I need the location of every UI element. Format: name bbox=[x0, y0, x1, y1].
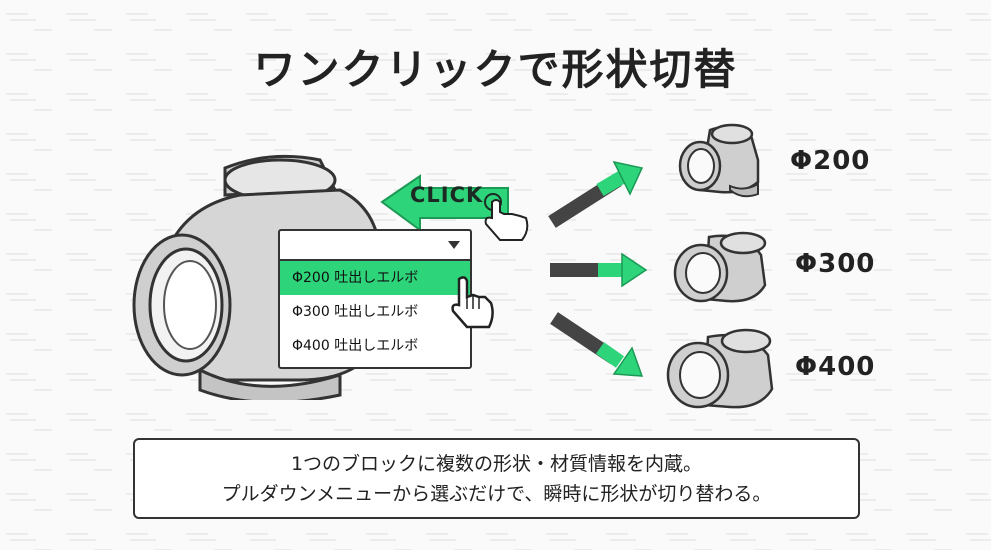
tee-fitting-icon bbox=[678, 123, 760, 198]
arrow-to-phi200 bbox=[548, 160, 644, 228]
dropdown-header[interactable] bbox=[280, 231, 470, 261]
caption-box: 1つのブロックに複数の形状・材質情報を内蔵。 プルダウンメニューから選ぶだけで、… bbox=[133, 438, 860, 519]
page-title: ワンクリックで形状切替 bbox=[253, 45, 738, 94]
elbow-fitting-icon bbox=[673, 231, 767, 303]
shape-select-dropdown[interactable]: Φ200 吐出しエルボ Φ300 吐出しエルボ Φ400 吐出しエルボ bbox=[278, 229, 472, 369]
click-arrow-icon bbox=[380, 174, 529, 241]
dropdown-option-phi300[interactable]: Φ300 吐出しエルボ bbox=[292, 304, 419, 320]
arrow-to-phi400 bbox=[550, 312, 644, 377]
click-label: CLICK bbox=[410, 183, 484, 207]
size-label-phi200: Φ200 bbox=[790, 146, 871, 176]
dropdown-option-phi200[interactable]: Φ200 吐出しエルボ bbox=[280, 261, 470, 295]
caption-line-2: プルダウンメニューから選ぶだけで、瞬時に形状が切り替わる。 bbox=[221, 483, 772, 505]
result-arrows bbox=[548, 160, 648, 377]
pointer-hand-icon bbox=[451, 276, 494, 329]
arrow-to-phi300 bbox=[550, 252, 648, 288]
size-label-phi300: Φ300 bbox=[795, 249, 876, 279]
elbow-fitting-icon bbox=[666, 328, 774, 409]
caption-line-1: 1つのブロックに複数の形状・材質情報を内蔵。 bbox=[290, 453, 703, 475]
size-label-phi400: Φ400 bbox=[795, 352, 876, 382]
chevron-down-icon[interactable] bbox=[448, 241, 460, 249]
dropdown-option-phi400[interactable]: Φ400 吐出しエルボ bbox=[292, 338, 419, 354]
